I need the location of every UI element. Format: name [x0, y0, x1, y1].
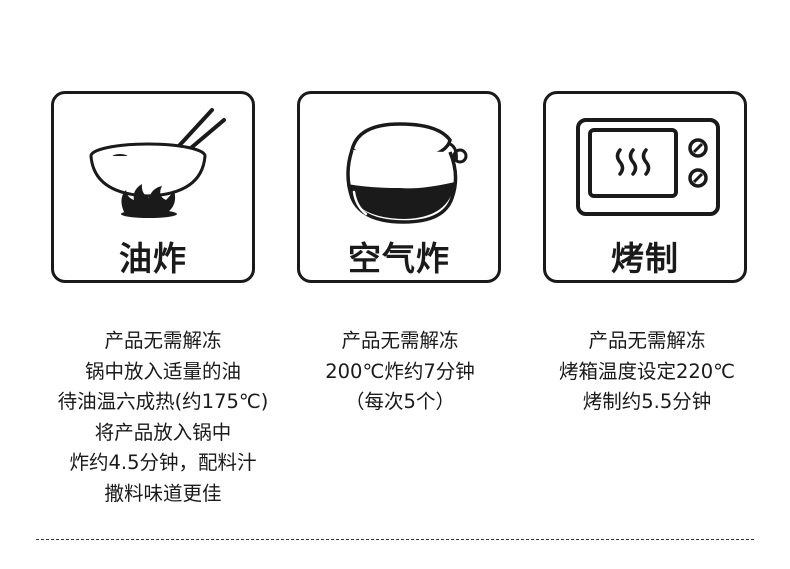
instruction-line: 撒料味道更佳	[104, 481, 222, 505]
microwave-oven-icon	[576, 118, 720, 216]
instruction-line: 锅中放入适量的油	[84, 359, 241, 383]
instruction-line: 200℃炸约7分钟	[325, 359, 475, 383]
instruction-line: 产品无需解冻	[104, 329, 222, 352]
instruction-line: 待油温六成热(约175℃)	[57, 390, 269, 413]
method-card-air-fryer: 空气炸	[297, 91, 501, 283]
air-fryer-icon	[346, 122, 468, 224]
instruction-line: （每次5个）	[345, 390, 455, 413]
method-title: 油炸	[119, 239, 187, 278]
method-title: 烤制	[611, 239, 679, 278]
instruction-line: 产品无需解冻	[588, 329, 706, 352]
method-instructions-air-fryer: 产品无需解冻 200℃炸约7分钟 （每次5个）	[296, 326, 504, 418]
instruction-line: 将产品放入锅中	[94, 420, 232, 444]
method-title: 空气炸	[348, 239, 450, 278]
method-card-bake: 烤制	[543, 91, 747, 283]
instruction-line: 产品无需解冻	[341, 329, 459, 352]
instruction-line: 烤箱温度设定220℃	[558, 359, 736, 383]
instruction-line: 炸约4.5分钟，配料汁	[69, 451, 257, 474]
dashed-divider	[36, 539, 754, 540]
method-instructions-bake: 产品无需解冻 烤箱温度设定220℃ 烤制约5.5分钟	[526, 326, 768, 418]
method-instructions-deep-fry: 产品无需解冻 锅中放入适量的油 待油温六成热(约175℃) 将产品放入锅中 炸约…	[10, 326, 316, 509]
deep-fry-pot-icon	[89, 108, 226, 218]
method-card-deep-fry: 油炸	[51, 91, 255, 283]
instruction-line: 烤制约5.5分钟	[582, 390, 712, 413]
